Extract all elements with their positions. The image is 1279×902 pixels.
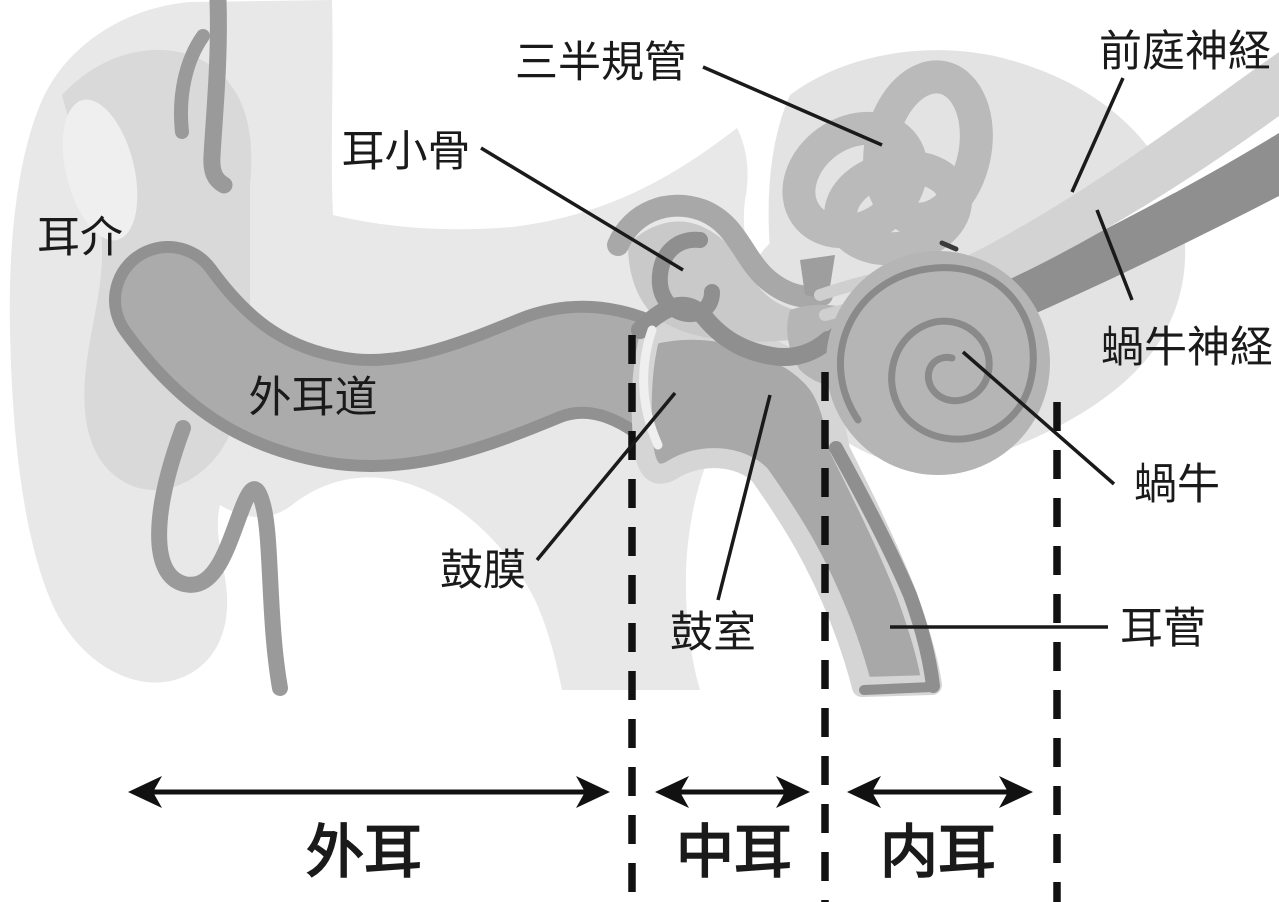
helix-fold-line <box>173 29 210 139</box>
vestibular-nerve-shape <box>890 52 1279 313</box>
cochlea-spiral-line <box>837 264 1037 443</box>
leader-cochlea <box>961 350 1116 486</box>
label-eustachian-tube: 耳菅 <box>1120 604 1206 654</box>
crus-fold-line <box>203 0 233 194</box>
label-cochlear-nerve: 蝸牛神経 <box>1101 323 1273 373</box>
leader-vestibular-nerve <box>1070 77 1125 193</box>
leader-tympanic-cavity <box>716 394 772 601</box>
stapes-tick-1 <box>939 240 959 252</box>
leader-eardrum <box>535 391 677 562</box>
section-label-middle-ear: 中耳 <box>676 818 792 886</box>
range-arrow-middle-ear <box>655 776 810 808</box>
leader-ossicles <box>480 146 684 272</box>
label-ossicles: 耳小骨 <box>342 127 471 177</box>
ossicle-chain-shape <box>631 296 837 366</box>
label-ear-canal: 外耳道 <box>249 373 378 423</box>
ear-canal-shape <box>121 253 711 460</box>
section-label-outer-ear: 外耳 <box>306 818 422 886</box>
range-arrow-inner-ear <box>847 776 1033 808</box>
attic-band-shape <box>607 194 833 308</box>
eustachian-tube-edge <box>829 441 940 693</box>
range-arrow-outer-ear <box>128 776 610 808</box>
label-cochlea: 蝸牛 <box>1134 460 1220 510</box>
tragus-fold-line <box>151 420 288 696</box>
section-label-inner-ear: 内耳 <box>880 818 996 886</box>
auricle-highlight-shape <box>62 99 138 241</box>
semicircular-canal-loop-superior <box>863 60 993 236</box>
label-eardrum: 鼓膜 <box>440 546 526 596</box>
label-semicircular-canals: 三半規管 <box>515 38 687 88</box>
leader-semicircular-canals <box>702 65 883 147</box>
label-tympanic-cavity: 鼓室 <box>670 608 756 658</box>
label-vestibular-nerve: 前庭神経 <box>1099 27 1271 77</box>
eustachian-tube-end-cap <box>859 682 937 695</box>
label-auricle: 耳介 <box>37 213 123 263</box>
eardrum-shape <box>639 325 663 450</box>
semicircular-canal-loop-lateral <box>782 111 928 249</box>
leader-cochlear-nerve <box>1095 209 1134 301</box>
